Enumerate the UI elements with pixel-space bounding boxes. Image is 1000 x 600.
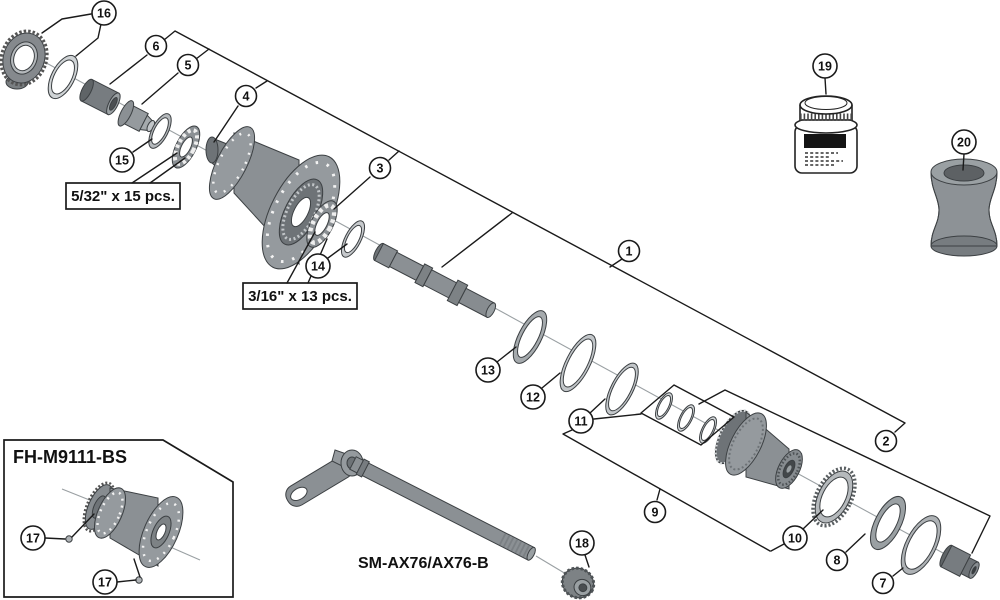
callout-17: 17 xyxy=(92,569,118,595)
callout-number: 6 xyxy=(153,39,160,53)
callout-1: 1 xyxy=(617,239,641,263)
callout-16: 16 xyxy=(91,0,117,26)
callout-number: 1 xyxy=(626,244,633,258)
callout-number: 8 xyxy=(834,553,841,567)
jar-label-text-lines xyxy=(805,152,843,166)
callout-12: 12 xyxy=(520,384,546,410)
callout-number: 14 xyxy=(311,259,325,273)
callout-circle xyxy=(782,525,808,551)
callout-circle xyxy=(176,53,200,77)
seal-ring-12 xyxy=(559,333,597,393)
callout-2: 2 xyxy=(874,429,898,453)
callout-circle xyxy=(144,34,168,58)
seal-washer xyxy=(148,113,172,149)
callout-number: 10 xyxy=(788,531,802,545)
callout-number: 2 xyxy=(883,434,890,448)
ball-size-label-front: 5/32" x 15 pcs. xyxy=(65,182,181,210)
callout-13: 13 xyxy=(475,357,501,383)
hub-model-label: FH-M9111-BS xyxy=(13,447,127,467)
callout-circle xyxy=(812,53,838,79)
axle-spacer xyxy=(79,78,121,116)
leader-lines xyxy=(41,13,991,583)
seal-ring-8 xyxy=(869,495,907,551)
callout-17: 17 xyxy=(20,525,46,551)
ratchet-ring xyxy=(811,466,857,528)
callout-circle xyxy=(871,571,895,595)
ball-size-rear-text: 3/16" x 13 pcs. xyxy=(248,288,352,305)
callout-number: 9 xyxy=(652,505,659,519)
callout-9: 9 xyxy=(643,500,667,524)
grease-jar xyxy=(794,95,858,174)
front-seal-ring xyxy=(47,54,79,100)
spacer-ring-13 xyxy=(512,310,548,364)
callout-circle xyxy=(520,384,546,410)
callout-11: 11 xyxy=(568,408,594,434)
callout-number: 7 xyxy=(880,576,887,590)
lockring xyxy=(0,29,49,87)
inset-hub-drawing xyxy=(65,481,184,584)
callout-20: 20 xyxy=(951,129,977,155)
callout-number: 17 xyxy=(98,575,112,589)
callout-number: 5 xyxy=(185,58,192,72)
callout-circle xyxy=(305,253,331,279)
callout-number: 16 xyxy=(97,6,111,20)
callout-number: 11 xyxy=(574,414,587,428)
callout-number: 17 xyxy=(26,531,40,545)
hub-axle xyxy=(373,242,497,318)
callout-number: 4 xyxy=(243,89,250,103)
callout-6: 6 xyxy=(144,34,168,58)
callout-circle xyxy=(643,500,667,524)
spoke-hole-screw-a xyxy=(65,535,73,543)
callout-circle xyxy=(951,129,977,155)
spoke-hole-screw-b xyxy=(135,576,143,584)
callout-4: 4 xyxy=(234,84,258,108)
callout-number: 20 xyxy=(957,135,971,149)
callout-circle xyxy=(91,0,117,26)
callout-14: 14 xyxy=(305,253,331,279)
axle-end-nut xyxy=(560,566,596,600)
callout-number: 12 xyxy=(526,390,540,404)
cone-nut xyxy=(117,100,156,133)
callout-number: 3 xyxy=(377,161,384,175)
callout-8: 8 xyxy=(825,548,849,572)
callout-number: 15 xyxy=(115,153,129,167)
callout-circle xyxy=(617,239,641,263)
hub-inset-box xyxy=(3,439,234,598)
washer xyxy=(340,220,366,258)
ball-size-front-text: 5/32" x 15 pcs. xyxy=(71,188,175,205)
end-cap xyxy=(939,544,980,579)
ball-size-label-rear: 3/16" x 13 pcs. xyxy=(242,282,358,310)
callout-circle xyxy=(368,156,392,180)
callout-5: 5 xyxy=(176,53,200,77)
axle-model-label: SM-AX76/AX76-B xyxy=(358,555,489,572)
callout-circle xyxy=(569,530,595,556)
callout-circle xyxy=(825,548,849,572)
callout-3: 3 xyxy=(368,156,392,180)
freehub-body xyxy=(714,409,803,490)
callout-7: 7 xyxy=(871,571,895,595)
callout-circle xyxy=(568,408,594,434)
thru-axle xyxy=(285,449,596,600)
seal-ring-11 xyxy=(605,362,639,416)
callout-circle xyxy=(475,357,501,383)
callout-10: 10 xyxy=(782,525,808,551)
callout-number: 19 xyxy=(818,59,832,73)
spacer-20 xyxy=(930,158,998,257)
callout-circle xyxy=(234,84,258,108)
callout-circle xyxy=(109,147,135,173)
callout-number: 13 xyxy=(481,363,495,377)
callout-number: 18 xyxy=(575,536,589,550)
ball-retainer-rear xyxy=(306,200,338,248)
callout-circle xyxy=(874,429,898,453)
callout-circle xyxy=(20,525,46,551)
callout-15: 15 xyxy=(109,147,135,173)
snap-ring-7 xyxy=(900,515,942,575)
o-ring-set xyxy=(655,392,717,444)
callout-circle xyxy=(92,569,118,595)
callout-18: 18 xyxy=(569,530,595,556)
callout-19: 19 xyxy=(812,53,838,79)
